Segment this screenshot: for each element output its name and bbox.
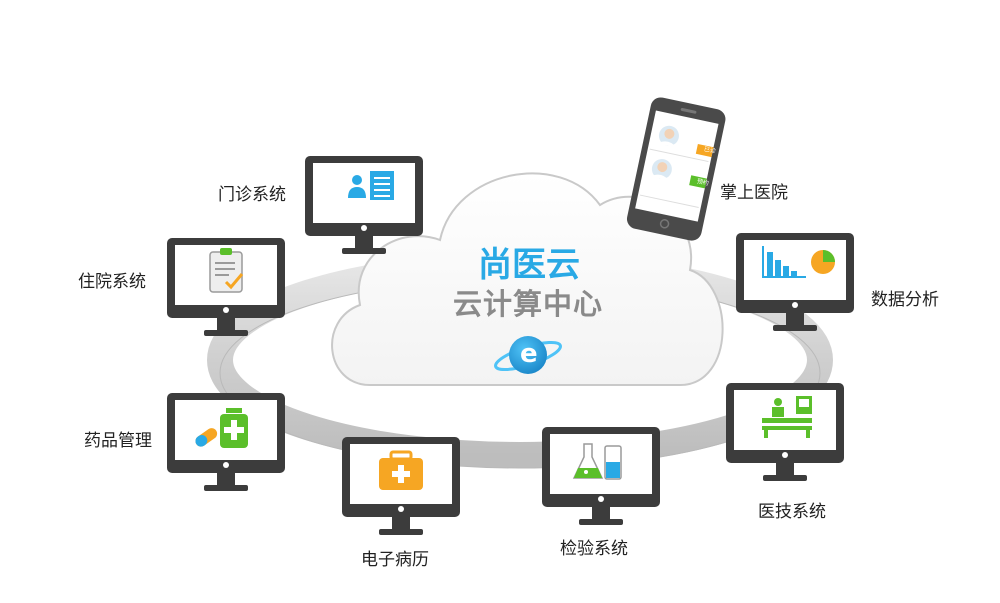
label-pharmacy: 药品管理: [84, 431, 152, 451]
label-emr: 电子病历: [361, 550, 429, 570]
label-mobile-hospital: 掌上医院: [720, 183, 788, 203]
monitor-outpatient[interactable]: [305, 156, 423, 254]
cloud-shape: [331, 172, 724, 386]
monitor-pharmacy[interactable]: [167, 393, 285, 491]
status-badge: [689, 175, 707, 189]
doctor-avatar-icon: [650, 159, 672, 181]
label-laboratory: 检验系统: [560, 539, 628, 559]
monitor-medtech[interactable]: [726, 383, 844, 481]
medicine-icon: [195, 408, 248, 448]
center-title: 尚医云: [478, 245, 580, 285]
monitor-inpatient[interactable]: [167, 238, 285, 336]
clipboard-check-icon: [209, 248, 244, 293]
monitor-data-analysis[interactable]: [736, 233, 854, 331]
medical-kit-icon: [379, 450, 423, 490]
e-logo-icon: [494, 336, 562, 374]
exam-bed-icon: [762, 396, 812, 438]
center-subtitle: 云计算中心: [453, 287, 604, 321]
status-badge: [695, 143, 714, 158]
lab-flask-icon: [572, 443, 622, 480]
monitor-emr[interactable]: [342, 437, 460, 535]
phone-mobile-hospital[interactable]: [625, 96, 727, 243]
chart-icon: [762, 246, 835, 278]
label-medtech: 医技系统: [758, 502, 826, 522]
label-inpatient: 住院系统: [78, 272, 146, 292]
patient-list-icon: [348, 171, 394, 200]
doctor-avatar-icon: [657, 125, 679, 148]
logo-letter: e: [520, 339, 538, 369]
label-outpatient: 门诊系统: [218, 185, 286, 205]
label-data-analysis: 数据分析: [871, 290, 939, 310]
monitor-laboratory[interactable]: [542, 427, 660, 525]
